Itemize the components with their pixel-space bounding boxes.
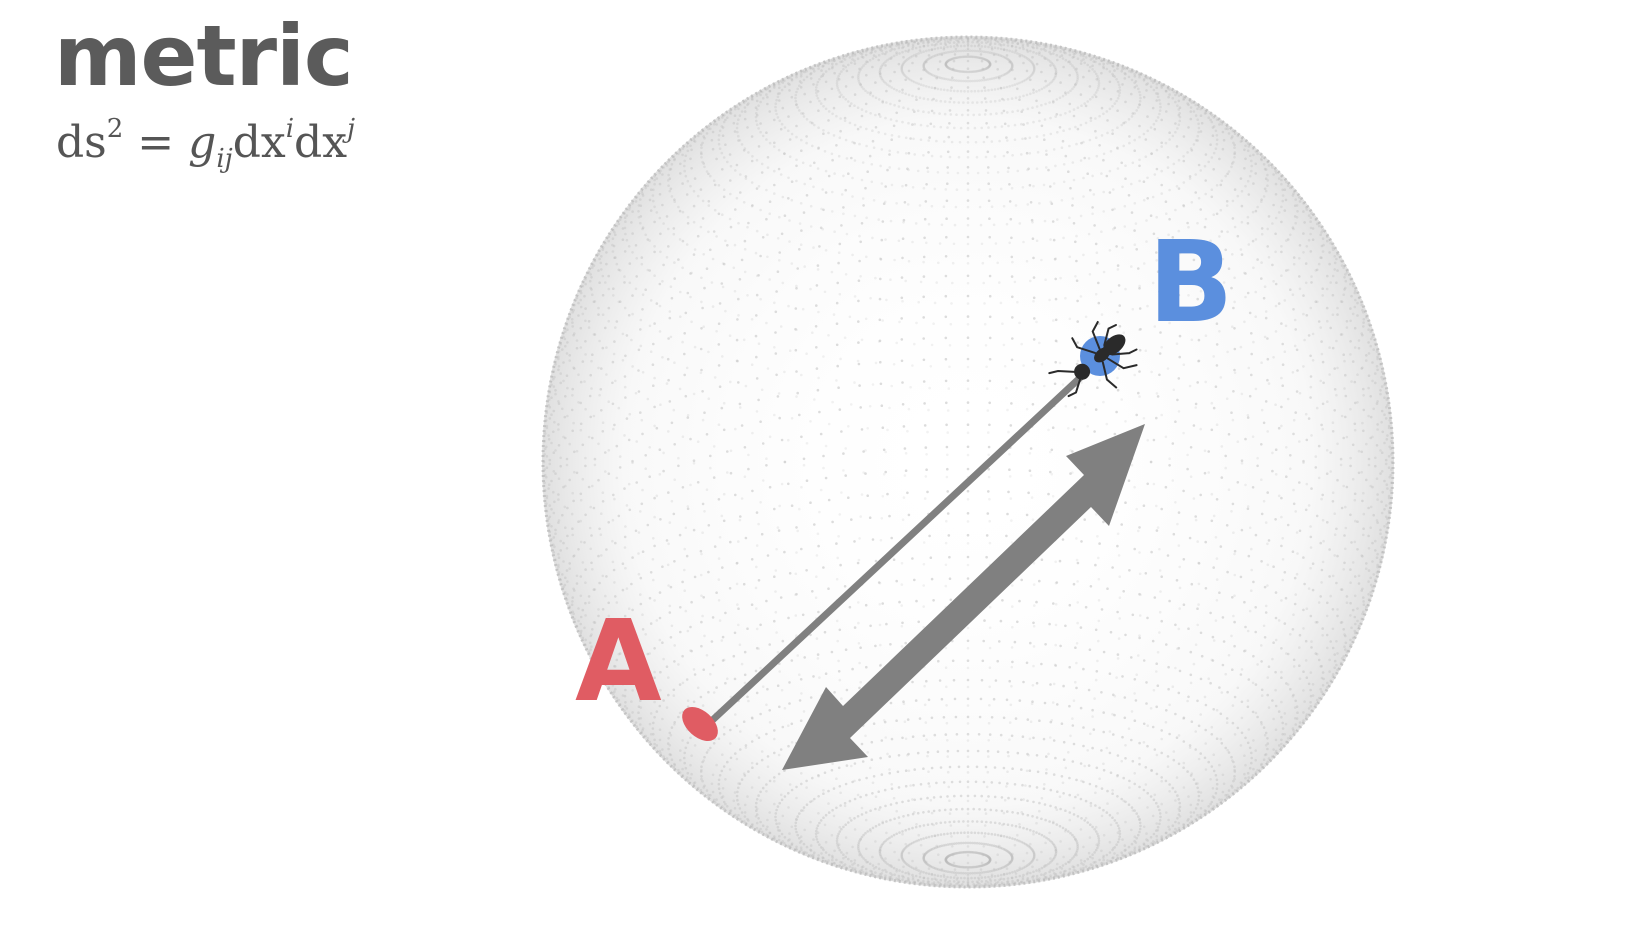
formula-lhs-exponent: 2 [106,114,124,144]
formula-dx-2-superscript: j [347,114,356,144]
formula-equals: = [137,117,175,168]
page-title: metric [54,7,354,105]
sphere-icon [541,35,1395,889]
metric-formula: ds2 = gijdxidxj [56,116,355,172]
ant-icon [1048,320,1138,398]
formula-dx-1: dx [232,117,286,168]
formula-g: g [188,117,217,168]
formula-dx-1-superscript: i [285,114,295,144]
point-b-label: B [1148,218,1233,348]
formula-lhs: ds [56,117,107,168]
path-line [700,357,1102,732]
double-arrow-icon [782,424,1145,770]
point-a-marker [682,706,718,742]
formula-dx-2: dx [294,117,348,168]
formula-g-subscript: ij [216,144,233,174]
point-a-label: A [575,597,662,727]
